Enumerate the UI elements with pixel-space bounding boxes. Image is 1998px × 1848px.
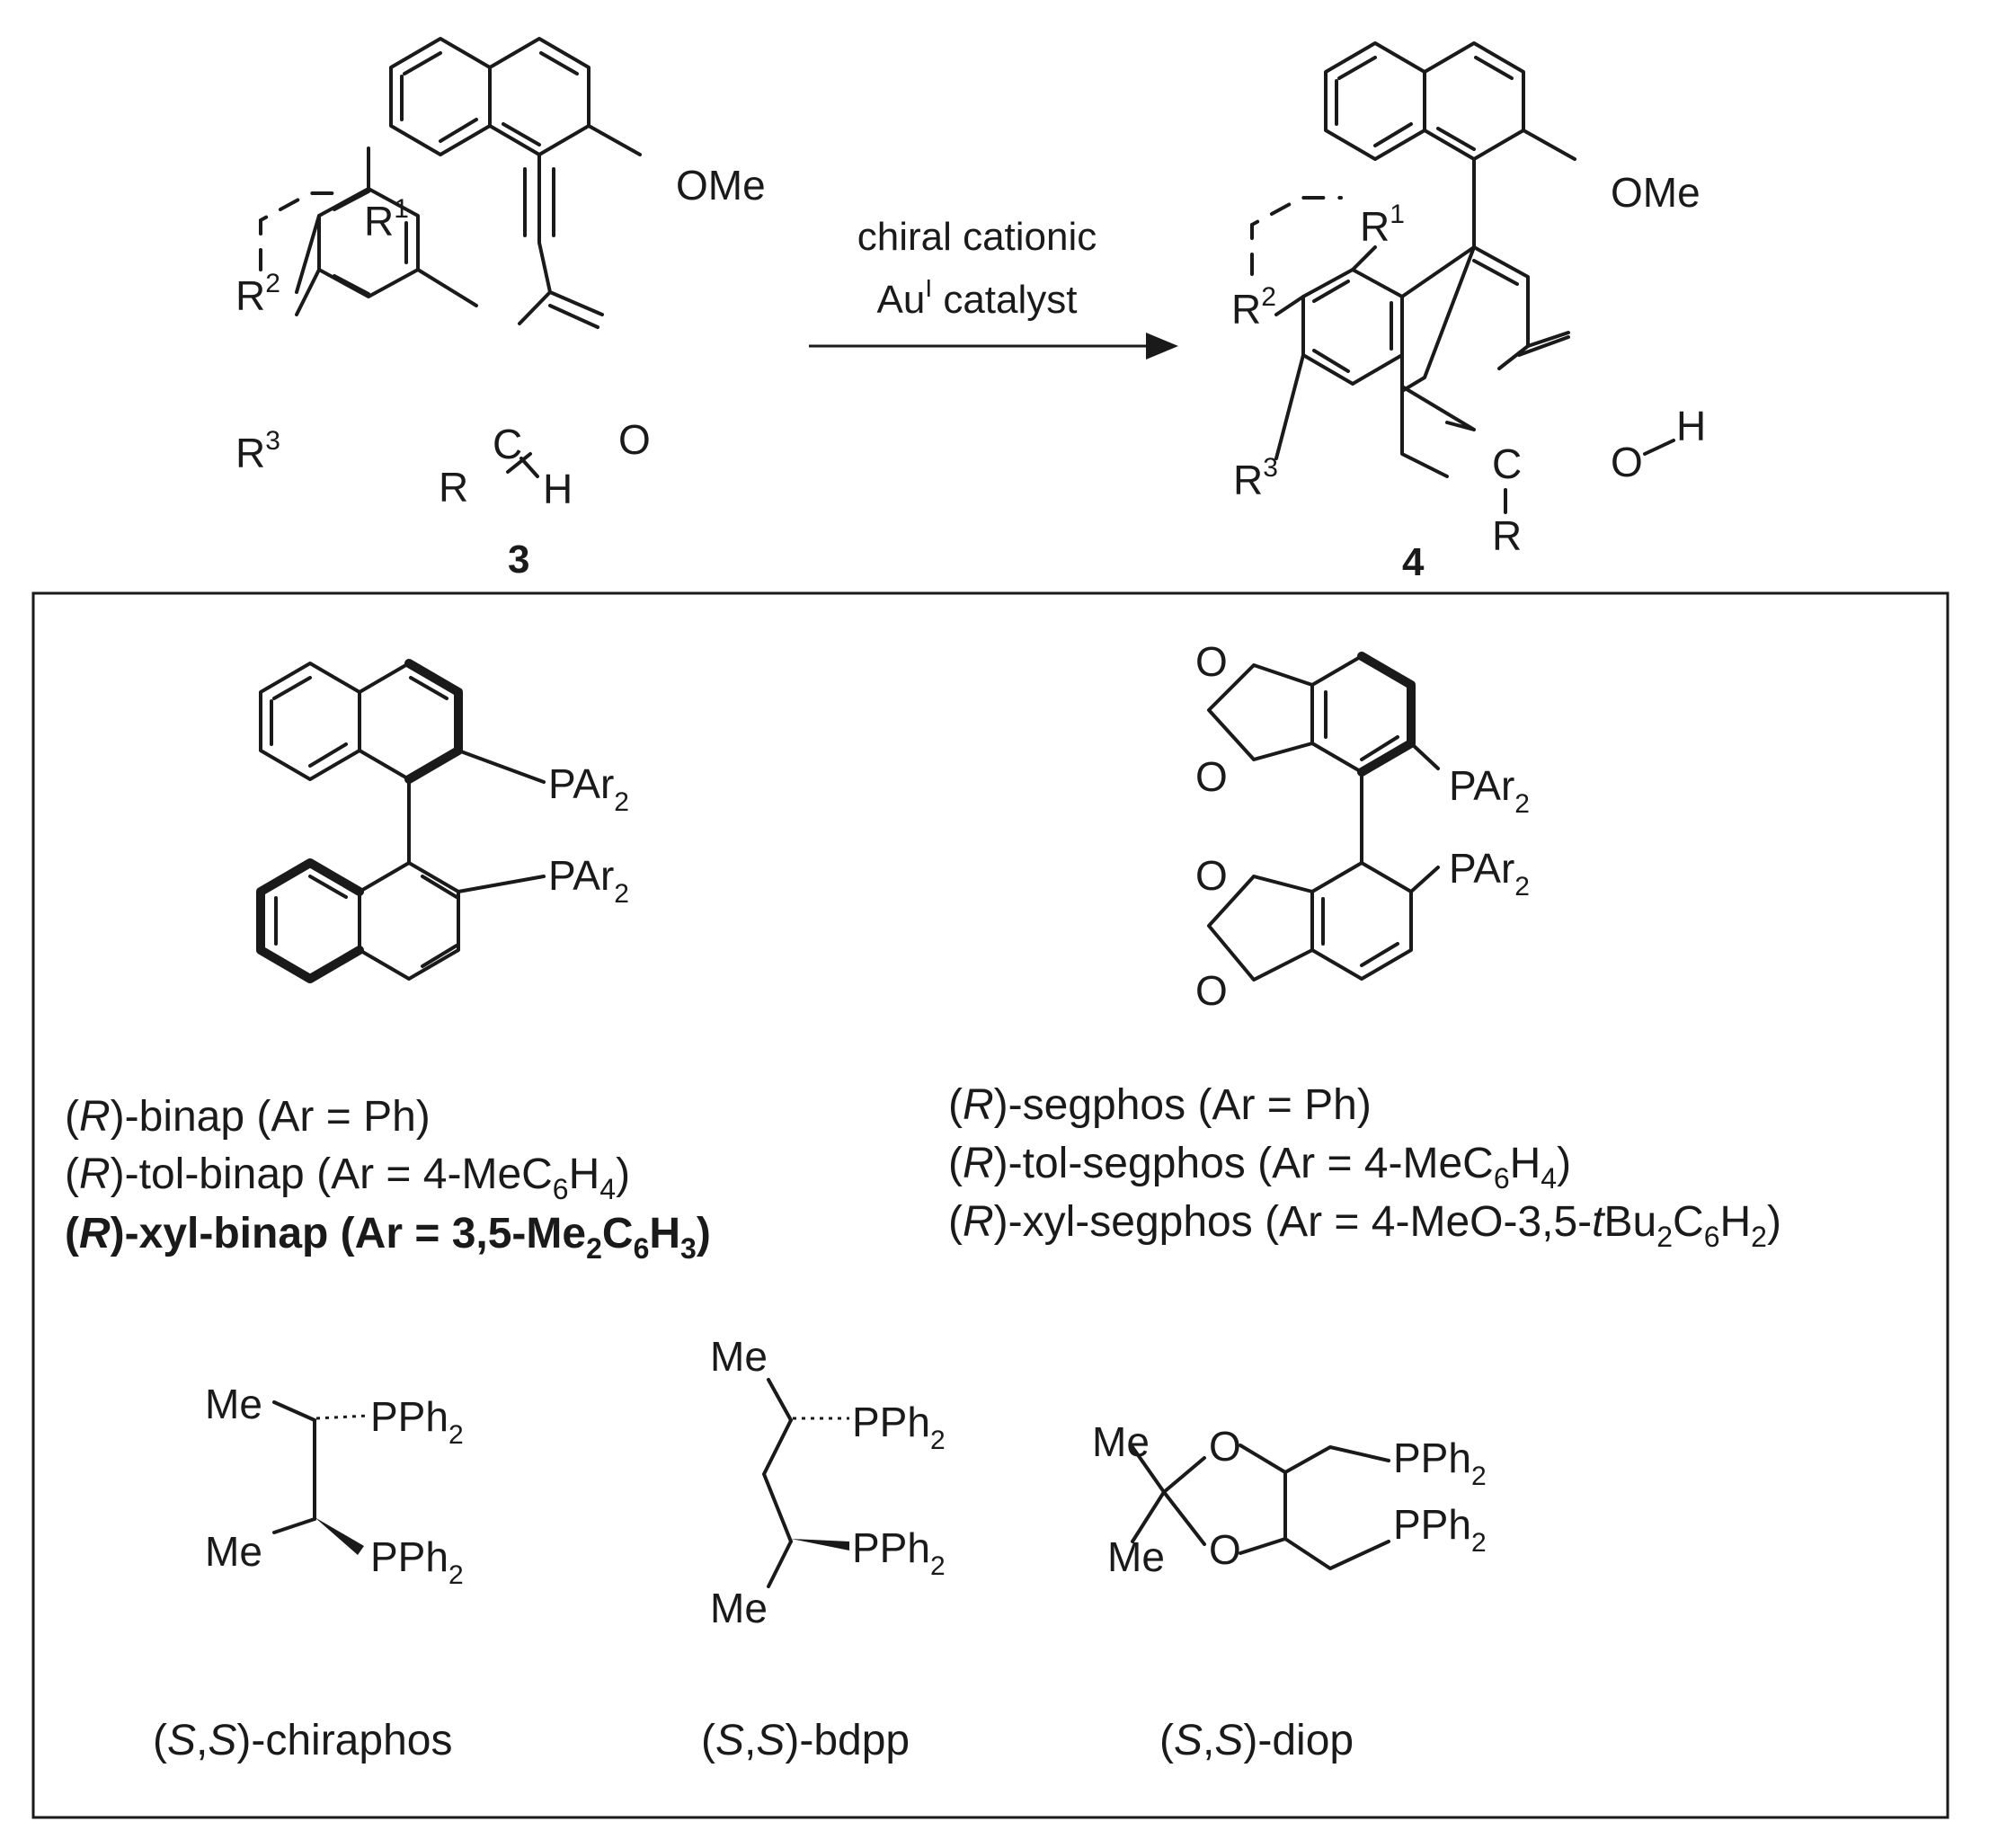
c3-h: H [543,466,573,512]
diop-me-top: Me [1092,1418,1150,1465]
diop-me-bottom: Me [1107,1533,1165,1580]
binap-caption-2: (R)-tol-binap (Ar = 4-MeC6H4) [65,1151,630,1205]
c4-o: O [1611,439,1643,485]
binap-par-bottom: PAr2 [548,852,629,909]
c4-r: R [1492,512,1522,559]
c4-h: H [1676,403,1706,449]
bdpp-pph-bottom: PPh2 [852,1524,946,1581]
segphos-structure [1207,652,1440,982]
chiraphos-pph-bottom: PPh2 [370,1533,464,1590]
c3-r1: R1 [364,194,409,244]
compound-4-label: 4 [1402,540,1425,584]
compound-3-structure [259,37,642,478]
conditions-line1: chiral cationic [857,215,1097,259]
segphos-par-top: PAr2 [1449,762,1530,819]
c4-r2: R2 [1231,282,1276,333]
c4-ome: OMe [1611,169,1701,216]
chiraphos-me-bottom: Me [205,1528,262,1575]
c3-r3: R3 [235,426,280,476]
bdpp-pph-top: PPh2 [852,1399,946,1455]
segphos-caption-2: (R)-tol-segphos (Ar = 4-MeC6H4) [948,1140,1571,1195]
segphos-par-bottom: PAr2 [1449,845,1530,902]
diop-pph-top: PPh2 [1393,1435,1487,1491]
segphos-o3: O [1195,852,1228,899]
binap-caption-1: (R)-binap (Ar = Ph) [65,1093,431,1141]
binap-par-top: PAr2 [548,760,629,817]
binap-caption-3: (R)-xyl-binap (Ar = 3,5-Me2C6H3) [65,1210,711,1265]
diop-o-top: O [1209,1423,1241,1470]
segphos-caption-1: (R)-segphos (Ar = Ph) [948,1081,1372,1129]
chiraphos-me-top: Me [205,1381,262,1427]
diop-pph-bottom: PPh2 [1393,1501,1487,1558]
chiraphos-structure [272,1400,369,1555]
bdpp-caption: (S,S)-bdpp [701,1717,910,1764]
segphos-o1: O [1195,638,1228,685]
chiraphos-pph-top: PPh2 [370,1393,464,1450]
ligand-box [31,591,1949,1819]
conditions-line2: AuI catalyst [877,274,1078,322]
binap-structure [256,659,546,983]
c4-c: C [1492,440,1522,487]
diop-structure [1131,1444,1390,1570]
bdpp-structure [762,1378,849,1588]
c3-r2: R2 [235,269,280,319]
bdpp-me-bottom: Me [710,1585,768,1631]
segphos-caption-3: (R)-xyl-segphos (Ar = 4-MeO-3,5-tBu2C6H2… [948,1198,1781,1253]
c3-o: O [618,416,651,463]
compound-4-structure [1250,41,1675,514]
diop-caption: (S,S)-diop [1159,1717,1354,1764]
segphos-o4: O [1195,967,1228,1014]
segphos-o2: O [1195,753,1228,800]
c3-r: R [439,464,468,511]
c4-r1: R1 [1360,200,1405,250]
diop-o-bottom: O [1209,1526,1241,1573]
c3-c: C [493,421,522,467]
compound-3-label: 3 [508,538,529,582]
c4-r3: R3 [1233,453,1278,503]
bdpp-me-top: Me [710,1333,768,1380]
chiraphos-caption: (S,S)-chiraphos [153,1717,452,1764]
c3-ome: OMe [676,162,766,209]
